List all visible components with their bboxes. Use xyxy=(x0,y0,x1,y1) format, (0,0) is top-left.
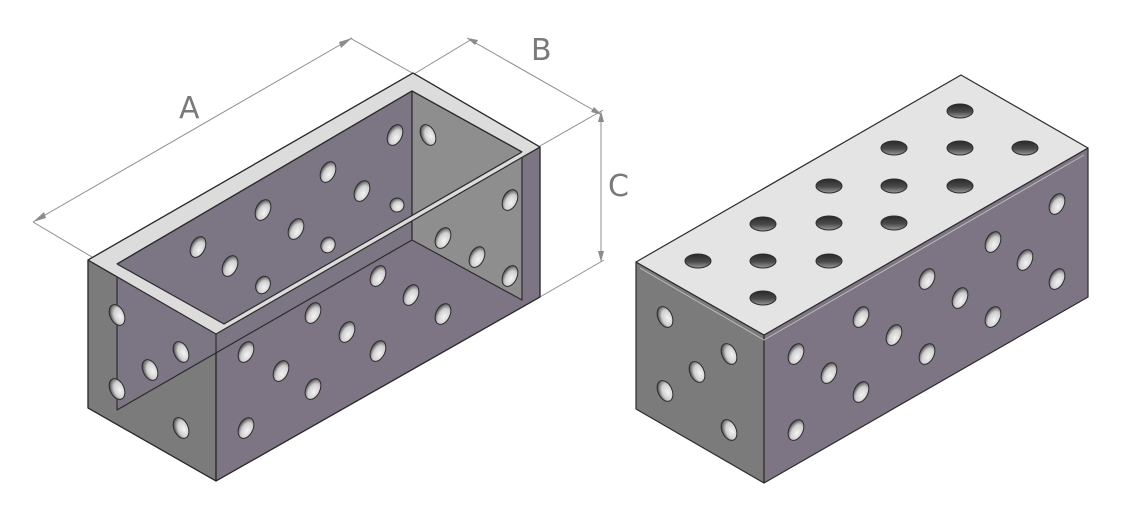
hole xyxy=(1048,268,1066,290)
hole xyxy=(820,362,838,384)
hole xyxy=(787,343,805,365)
hole xyxy=(287,218,305,240)
hole xyxy=(304,302,322,324)
hole xyxy=(237,417,255,439)
hole xyxy=(749,253,777,269)
hole xyxy=(918,343,936,365)
hole xyxy=(1011,140,1039,156)
hole xyxy=(946,140,974,156)
hole xyxy=(1016,249,1034,271)
hole xyxy=(688,361,706,383)
hole xyxy=(237,341,255,363)
dim-a-ext-right xyxy=(349,37,415,75)
dim-a-line xyxy=(32,37,353,223)
hole xyxy=(272,360,290,382)
hole xyxy=(468,246,486,268)
hole xyxy=(255,275,271,295)
hole xyxy=(338,321,356,343)
closed-block xyxy=(635,74,1089,484)
hole xyxy=(684,253,712,269)
hole xyxy=(852,306,870,328)
hole xyxy=(304,378,322,400)
hole xyxy=(815,178,843,194)
hole xyxy=(946,103,974,119)
hole xyxy=(749,290,777,306)
dim-c-ext-bottom xyxy=(539,259,605,298)
hole xyxy=(434,303,452,325)
hole xyxy=(984,231,1002,253)
hole xyxy=(369,340,387,362)
dim-b-ext-right xyxy=(539,109,604,147)
hole xyxy=(189,236,207,258)
hole xyxy=(172,417,190,439)
hole xyxy=(108,304,126,326)
hole xyxy=(319,161,337,183)
closed-block-side-holes xyxy=(787,193,1066,441)
hole xyxy=(951,287,969,309)
hole xyxy=(369,265,387,287)
hole xyxy=(815,253,843,269)
hole xyxy=(885,324,903,346)
dimension-arrows xyxy=(33,38,604,262)
hole xyxy=(720,419,738,441)
hole xyxy=(254,199,272,221)
open-box-side-holes xyxy=(237,189,519,439)
closed-block-top-holes xyxy=(684,103,1039,306)
dim-b-ext-left xyxy=(413,38,473,75)
dim-a-ext-left xyxy=(32,221,93,258)
hole xyxy=(720,343,738,365)
hole xyxy=(656,380,674,402)
open-box-inner-end-holes xyxy=(419,124,437,146)
hole xyxy=(880,140,908,156)
closed-block-end-holes xyxy=(656,306,738,441)
open-box-inner-holes xyxy=(189,124,405,295)
hole xyxy=(1048,193,1066,215)
dim-b-line xyxy=(466,37,603,116)
hole xyxy=(501,265,519,287)
dim-label-b: B xyxy=(531,33,552,68)
hole xyxy=(918,268,936,290)
hole xyxy=(852,381,870,403)
hole xyxy=(880,178,908,194)
hole xyxy=(434,227,452,249)
hole xyxy=(787,419,805,441)
hole xyxy=(984,306,1002,328)
hole xyxy=(172,341,190,363)
hole xyxy=(108,378,126,400)
dim-label-a: A xyxy=(179,91,200,126)
open-box xyxy=(87,72,541,482)
hole xyxy=(946,178,974,194)
hole xyxy=(815,215,843,231)
hole xyxy=(419,124,437,146)
hole xyxy=(749,216,777,232)
closed-block-top-face xyxy=(635,74,1089,336)
dim-label-c: C xyxy=(608,169,629,204)
hole xyxy=(386,124,404,146)
hole xyxy=(221,255,239,277)
hole xyxy=(320,236,336,254)
hole xyxy=(880,215,908,231)
open-box-end-holes xyxy=(108,304,190,439)
hole xyxy=(141,359,159,381)
hole xyxy=(501,189,519,211)
dimension-lines xyxy=(32,37,605,298)
hole xyxy=(389,197,405,213)
hole xyxy=(656,306,674,328)
hole xyxy=(353,180,371,202)
hole xyxy=(402,284,420,306)
